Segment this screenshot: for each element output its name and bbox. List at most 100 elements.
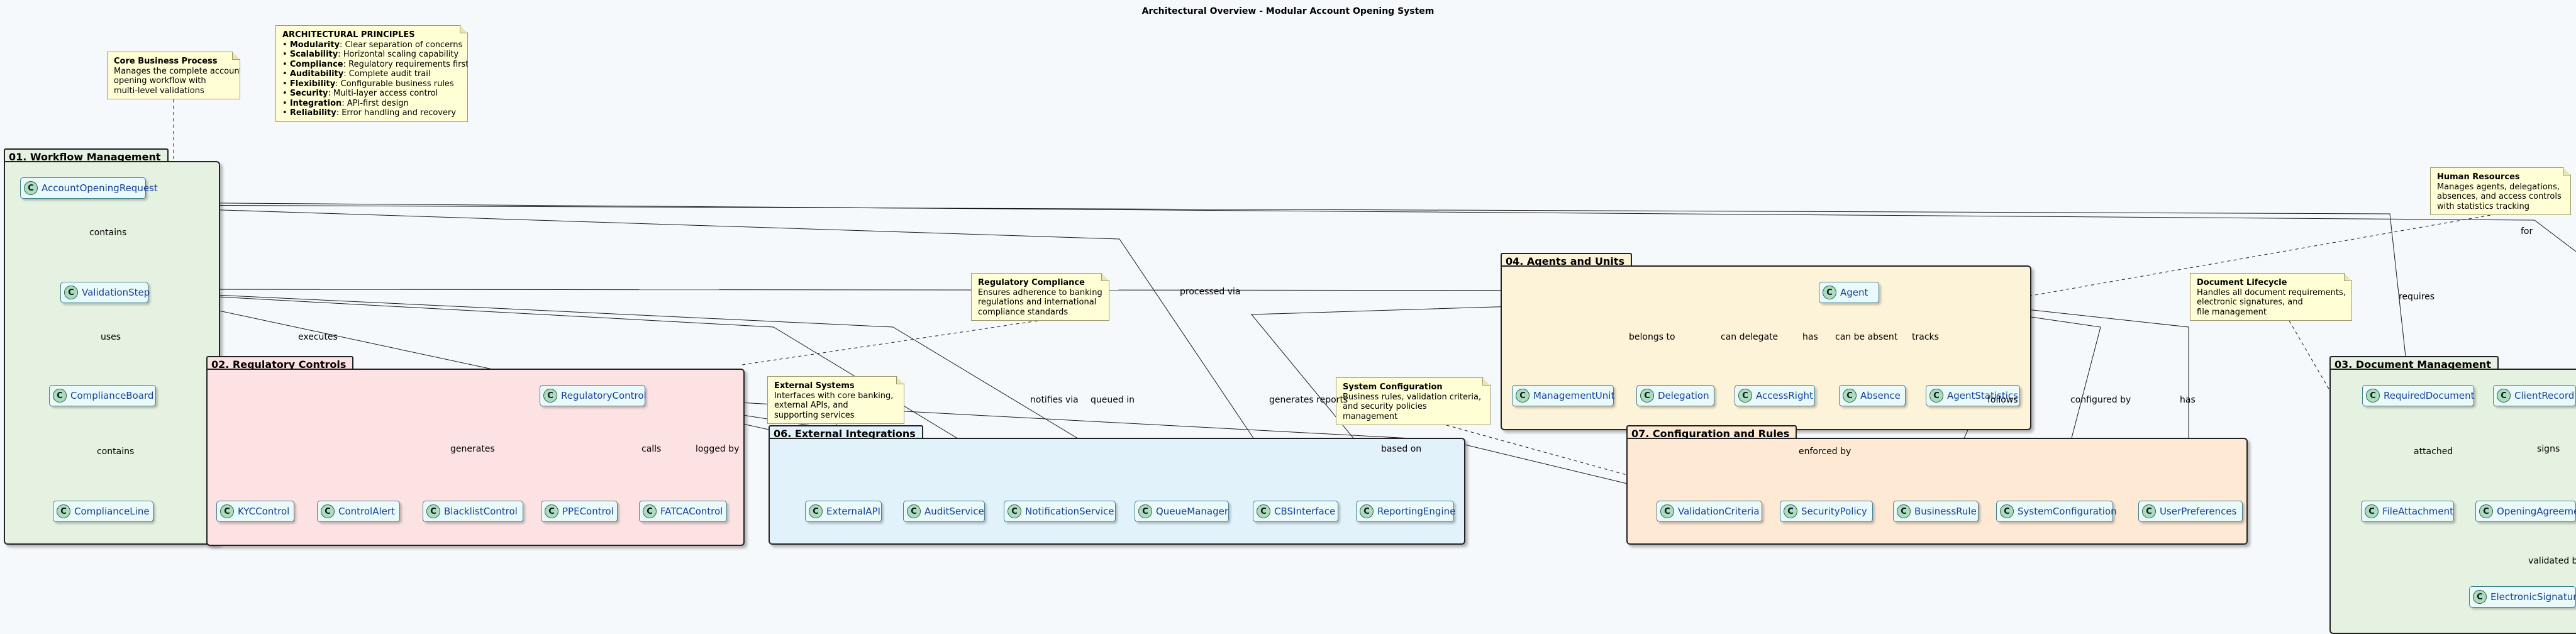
edge-label-can-be-absent: can be absent [1835,332,1898,342]
principle-row: • Auditability: Complete audit trail [282,69,431,79]
class-icon: C [643,504,657,518]
class-name: BlacklistControl [444,506,518,517]
class-icon: C [545,504,558,518]
class-name: ComplianceBoard [70,390,154,401]
class-name: ComplianceLine [74,506,150,517]
class-name: ElectronicSignature [2490,591,2576,603]
class-name: CBSInterface [1274,506,1336,517]
principle-text: : Horizontal scaling capability [338,50,459,59]
principle-text: : API-first design [341,98,409,108]
note-line: regulations and international [978,298,1097,307]
note-line: file management [2197,307,2267,317]
class-icon: C [220,504,234,518]
note-human-resources: Human Resources Manages agents, delegati… [2430,167,2571,215]
note-title: Regulatory Compliance [978,278,1085,287]
class-icon: C [24,181,38,195]
class-icon: C [321,504,335,518]
principle-row: • Reliability: Error handling and recove… [282,108,457,118]
note-title: External Systems [774,381,855,391]
class-cbs-interface[interactable]: C CBSInterface [1253,501,1338,522]
class-name: ValidationCriteria [1678,506,1760,517]
class-icon: C [1823,286,1836,299]
note-line: Manages the complete account [114,66,243,76]
package-label: 03. Document Management [2329,356,2499,370]
package-label: 02. Regulatory Controls [206,356,354,370]
class-name: QueueManager [1156,506,1229,517]
note-title: ARCHITECTURAL PRINCIPLES [282,30,415,40]
edge-label-generates-reports: generates reports [1269,395,1348,405]
edge-label-executes: executes [298,332,338,342]
edge-label-processed-via: processed via [1180,287,1241,297]
principle-term: Modularity [289,40,340,50]
class-name: SecurityPolicy [1801,506,1867,517]
note-link [741,320,1038,365]
note-corner [896,377,904,384]
principle-text: : Clear separation of concerns [340,40,463,50]
package-label: 04. Agents and Units [1501,253,1632,267]
class-name: FATCAControl [660,506,723,517]
class-name: AgentStatistics [1947,390,2018,401]
edge-label-generates: generates [450,444,495,454]
class-compliance-line[interactable]: C ComplianceLine [53,501,153,522]
class-icon: C [53,389,67,403]
package-configuration-and-rules: 07. Configuration and Rules [1626,425,2248,545]
class-icon: C [57,504,70,518]
note-external-systems: External Systems Interfaces with core ba… [767,376,904,424]
class-icon: C [1516,389,1530,403]
note-regulatory-compliance: Regulatory Compliance Ensures adherence … [971,273,1109,321]
edge-label-validated-by: validated by [2528,556,2576,566]
principle-term: Flexibility [289,79,336,89]
note-line: external APIs, and [774,401,848,410]
edge-label-can-delegate: can delegate [1721,332,1779,342]
package-label: 07. Configuration and Rules [1626,425,1797,440]
class-opening-agreement[interactable]: COpeningAgreement [2475,501,2576,522]
class-name: OpeningAgreement [2497,506,2576,517]
edge-label-has: has [2180,395,2196,405]
principle-row: • Integration: API-first design [282,98,409,108]
class-icon: C [1257,504,1270,518]
class-name: AuditService [924,506,984,517]
edge-label-belongs-to: belongs to [1629,332,1675,342]
note-link [1446,425,1629,476]
class-name: AccessRight [1756,390,1813,401]
principle-term: Integration [289,98,342,108]
note-line: Interfaces with core banking, [774,391,894,401]
package-body [769,438,1465,545]
edge-label-requires: requires [2399,292,2435,302]
note-line: electronic signatures, and [2197,298,2303,307]
note-architectural-principles: ARCHITECTURAL PRINCIPLES • Modularity: C… [275,25,468,122]
note-line: absences, and access controls [2437,192,2562,201]
edge-label-notifies-via: notifies via [1030,395,1079,405]
principle-text: : Complete audit trail [343,69,431,79]
class-name: Absence [1860,390,1901,401]
